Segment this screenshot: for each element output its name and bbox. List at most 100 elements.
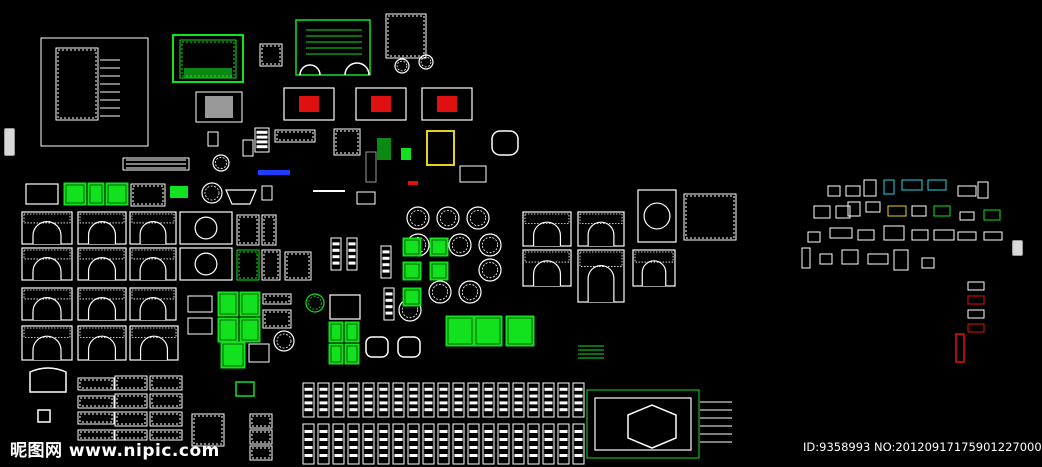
narrow-panel-0-outline bbox=[236, 214, 260, 246]
round-window-5-inner bbox=[481, 236, 499, 254]
narrow-panel-1-pattern bbox=[263, 216, 275, 244]
green-wall-elevation-base bbox=[184, 68, 232, 78]
railing-panel-7-pattern bbox=[116, 413, 146, 425]
section-detail-pattern bbox=[387, 15, 425, 57]
watermark-site: www.nipic.com bbox=[68, 441, 220, 461]
right-scroll-handle[interactable] bbox=[1012, 240, 1023, 256]
door-strip-bottom-16-carving bbox=[544, 454, 553, 457]
large-moon-gate-outline bbox=[637, 189, 677, 243]
carved-box bbox=[329, 294, 361, 320]
door-strip-bottom-4 bbox=[362, 423, 375, 465]
door-strip-top-7-carving bbox=[409, 394, 418, 398]
green-motif bbox=[377, 138, 391, 160]
door-strip-top-15-carving bbox=[529, 394, 538, 398]
round-window-7-inner bbox=[461, 283, 479, 301]
elevation-sheet-frame bbox=[40, 37, 149, 147]
ring-ornament-outer bbox=[201, 182, 223, 204]
door-strip-top-13-carving bbox=[499, 401, 508, 405]
railing-panel-0-outline bbox=[77, 377, 115, 391]
small-room-elevation-fill bbox=[205, 96, 233, 118]
furniture-block-3 bbox=[883, 179, 895, 195]
door-strip-bottom-13 bbox=[497, 423, 510, 465]
door-strip-top-1-carving bbox=[319, 401, 328, 405]
left-scroll-handle[interactable] bbox=[4, 128, 15, 156]
door-strip-top-15-carving bbox=[529, 401, 538, 405]
railing-panel-2-outline bbox=[149, 375, 183, 391]
door-strip-bottom-18-carving bbox=[574, 454, 583, 457]
column-strip-0-carving bbox=[332, 255, 340, 259]
large-arch-0-opening bbox=[532, 221, 562, 246]
round-window-1-inner bbox=[439, 209, 457, 227]
door-strip-top-14-carving bbox=[514, 394, 523, 398]
green-door-leaf-3-inner bbox=[346, 345, 358, 363]
column-strip-0-carving bbox=[332, 261, 340, 265]
door-strip-top-13-carving bbox=[499, 394, 508, 398]
furniture-block-0 bbox=[827, 185, 841, 197]
round-window-2-inner bbox=[469, 209, 487, 227]
railing-panel-7-outline bbox=[114, 411, 148, 427]
door-strip-top-6 bbox=[392, 382, 405, 418]
moon-gate-3-outline bbox=[179, 211, 233, 245]
small-room-elevation bbox=[195, 91, 243, 123]
carved-lintel-outline bbox=[130, 183, 166, 207]
door-strip-top-10-carving bbox=[454, 401, 463, 405]
column-strip-0 bbox=[330, 237, 342, 271]
column-strip-3-carving bbox=[385, 305, 393, 309]
railing-panel-1-outline bbox=[114, 375, 148, 391]
rosette-outer bbox=[212, 154, 230, 172]
door-strip-bottom-5-carving bbox=[379, 454, 388, 457]
door-strip-bottom-4-carving bbox=[364, 454, 373, 457]
green-door-leaf-1 bbox=[344, 321, 360, 343]
cell-block-0-outline bbox=[249, 413, 273, 429]
door-strip-top-6-carving bbox=[394, 408, 403, 412]
door-strip-top-11-carving bbox=[469, 394, 478, 398]
railing-panel-4-outline bbox=[114, 393, 148, 409]
door-strip-bottom-17-carving bbox=[559, 454, 568, 457]
large-arch-2-fretwork bbox=[524, 251, 570, 263]
arch-gate-1-opening bbox=[87, 221, 117, 244]
door-strip-top-7-carving bbox=[409, 387, 418, 391]
railing-panel-5-pattern bbox=[151, 395, 181, 407]
green-square-2-inner bbox=[404, 263, 420, 279]
furniture-block-4 bbox=[901, 179, 923, 191]
door-strip-bottom-3-carving bbox=[349, 438, 358, 441]
door-strip-top-3-carving bbox=[349, 401, 358, 405]
column-strip-2 bbox=[380, 245, 392, 279]
grille-0-outline bbox=[262, 293, 292, 305]
arch-gate-4-opening bbox=[32, 257, 62, 280]
stacked-chair-2 bbox=[967, 309, 985, 319]
door-strip-top-8-carving bbox=[424, 387, 433, 391]
round-window-4-outer bbox=[448, 233, 472, 257]
column-strip-1 bbox=[346, 237, 358, 271]
cell-block-1-outline bbox=[249, 429, 273, 445]
middle-panel-0 bbox=[187, 295, 213, 313]
arch-gate-6-fretwork bbox=[131, 249, 175, 260]
door-strip-top-0-carving bbox=[304, 394, 313, 398]
section-detail-node-inner bbox=[396, 60, 408, 72]
middle-panel-1-inner bbox=[189, 319, 211, 333]
green-tile-small bbox=[401, 148, 411, 160]
small-square-base bbox=[37, 409, 51, 423]
narrow-panel-3-pattern bbox=[263, 251, 279, 279]
medallion-b-inner bbox=[276, 333, 292, 349]
middle-panel-1 bbox=[187, 317, 213, 335]
door-strip-bottom-17 bbox=[557, 423, 570, 465]
main-elevation bbox=[594, 397, 692, 451]
green-panel-row1-2 bbox=[105, 182, 129, 206]
green-cabinet-1 bbox=[473, 315, 503, 347]
green-square-3 bbox=[429, 261, 449, 281]
door-strip-bottom-14 bbox=[512, 423, 525, 465]
medallion-a-outer bbox=[305, 293, 325, 313]
door-strip-bottom-0 bbox=[302, 423, 315, 465]
hanging-label-carving bbox=[256, 130, 268, 134]
bracket-block bbox=[356, 191, 376, 205]
railing-panel-8-pattern bbox=[151, 413, 181, 425]
door-strip-top-3-carving bbox=[349, 394, 358, 398]
green-square-4-inner bbox=[404, 289, 420, 305]
door-strip-bottom-2 bbox=[332, 423, 345, 465]
door-strip-bottom-14-carving bbox=[514, 438, 523, 441]
large-moon-gate-opening bbox=[643, 202, 671, 230]
door-strip-top-7 bbox=[407, 382, 420, 418]
